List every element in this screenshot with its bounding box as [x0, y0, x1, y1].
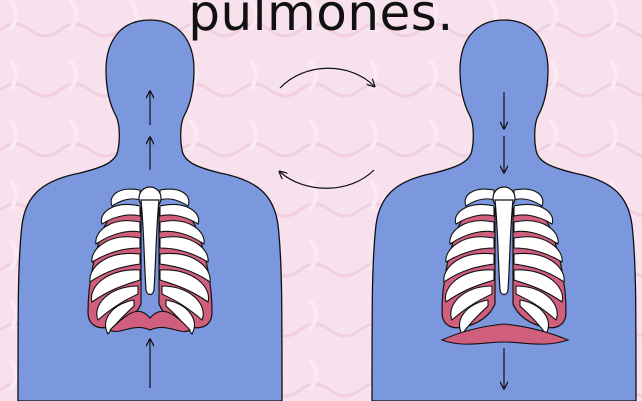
title-text: pulmones. [150, 0, 492, 42]
